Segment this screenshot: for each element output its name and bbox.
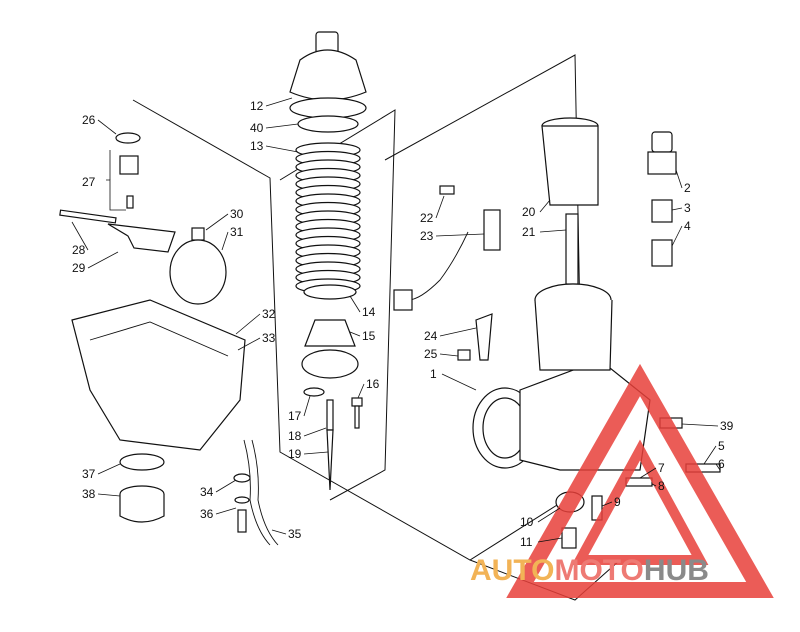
part-32-33-float-bowl	[71, 299, 246, 451]
callout-19: 19	[288, 447, 302, 461]
callout-18: 18	[288, 429, 302, 443]
callout-27: 27	[82, 175, 96, 189]
watermark-word-hub: HUB	[644, 554, 709, 587]
part-38-drain-plug	[119, 485, 165, 523]
part-37-oring	[119, 453, 165, 471]
callout-4: 4	[684, 219, 691, 233]
callout-38: 38	[82, 487, 96, 501]
callout-37: 37	[82, 467, 96, 481]
callout-11: 11	[520, 535, 533, 549]
part-27-float-valve	[106, 150, 139, 211]
watermark-text: AUTOMOTOHUB	[470, 554, 709, 587]
part-12-cap	[289, 31, 367, 119]
watermark-word-moto: MOTO	[554, 554, 643, 587]
callout-26: 26	[82, 113, 96, 127]
part-22-23-throttle-sensor	[393, 185, 501, 311]
part-29-float-arm	[107, 223, 176, 253]
callout-39: 39	[720, 419, 734, 433]
callout-6: 6	[718, 457, 725, 471]
callouts: 26 27 28 29 30 31 32 33 37 38 34 36 35 1…	[71, 97, 734, 549]
callout-12: 12	[250, 99, 264, 113]
part-26-ring	[115, 132, 141, 144]
callout-31: 31	[230, 225, 244, 239]
watermark: AUTOMOTOHUB	[470, 363, 774, 598]
callout-9: 9	[614, 495, 621, 509]
callout-23: 23	[420, 229, 434, 243]
callout-7: 7	[658, 461, 665, 475]
part-25-screw	[457, 349, 471, 361]
callout-32: 32	[262, 307, 276, 321]
callout-1: 1	[430, 367, 437, 381]
callout-33: 33	[262, 331, 276, 345]
part-1-carb-body	[472, 283, 651, 471]
part-30-31-float	[169, 227, 227, 305]
watermark-triangle	[506, 363, 774, 598]
callout-21: 21	[522, 225, 536, 239]
callout-25: 25	[424, 347, 438, 361]
part-40-gasket	[297, 115, 359, 133]
callout-22: 22	[420, 211, 434, 225]
part-28-pin	[59, 209, 117, 224]
callout-34: 34	[200, 485, 214, 499]
part-15-retainer	[301, 319, 359, 379]
part-24-bracket	[475, 313, 493, 361]
callout-17: 17	[288, 409, 302, 423]
callout-15: 15	[362, 329, 376, 343]
part-21-jet	[565, 213, 579, 285]
callout-35: 35	[288, 527, 302, 541]
callout-2: 2	[684, 181, 691, 195]
callout-36: 36	[200, 507, 214, 521]
callout-8: 8	[658, 479, 665, 493]
callout-20: 20	[522, 205, 536, 219]
part-2-4-adjuster	[647, 131, 677, 267]
part-34-36-hose-clamp	[233, 439, 279, 546]
callout-24: 24	[424, 329, 438, 343]
watermark-word-auto: AUTO	[470, 554, 554, 587]
watermark-triangle-inner	[571, 439, 709, 565]
callout-40: 40	[250, 121, 264, 135]
part-20-slide	[541, 117, 599, 206]
callout-14: 14	[362, 305, 376, 319]
callout-16: 16	[366, 377, 380, 391]
callout-10: 10	[520, 515, 534, 529]
callout-5: 5	[718, 439, 725, 453]
callout-30: 30	[230, 207, 244, 221]
callout-3: 3	[684, 201, 691, 215]
part-13-spring	[295, 142, 361, 294]
part-7-8-pilot-screw	[625, 477, 653, 487]
part-14-clip	[303, 284, 357, 300]
callout-13: 13	[250, 139, 264, 153]
callout-29: 29	[72, 261, 86, 275]
part-17-19-needle	[303, 387, 334, 491]
callout-28: 28	[72, 243, 86, 257]
part-16-screw	[351, 397, 363, 429]
